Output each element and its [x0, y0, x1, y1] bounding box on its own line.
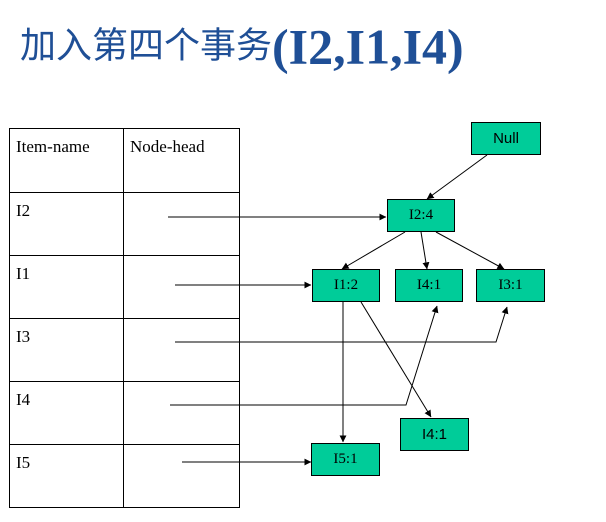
node-head-cell-i5 [123, 444, 240, 508]
node-head-cell-i1 [123, 255, 240, 319]
edge-i2-to-i1 [341, 231, 406, 270]
node-i5: I5:1 [311, 443, 380, 476]
node-head-cell-i3 [123, 318, 240, 382]
table-row: I5 [9, 444, 240, 508]
slide-title: 加入第四个事务(I2,I1,I4) [20, 8, 464, 82]
node-head-cell-i2 [123, 192, 240, 256]
row-label-i4: I4 [9, 381, 124, 445]
item-header-table: Item-name Node-head I2 I1 I3 I4 I5 [9, 128, 240, 508]
row-label-i5: I5 [9, 444, 124, 508]
node-i4-under-i2: I4:1 [395, 269, 463, 302]
table-row: I3 [9, 318, 240, 382]
node-head-cell-i4 [123, 381, 240, 445]
edge-null-to-i2 [426, 154, 488, 200]
node-i1: I1:2 [312, 269, 380, 302]
node-i3: I3:1 [476, 269, 545, 302]
node-i4-under-i1: I4:1 [400, 418, 469, 451]
title-prefix: 加入第四个事务 [20, 25, 273, 67]
table-row: I4 [9, 381, 240, 445]
node-link-i4 [170, 305, 439, 406]
table-row: I1 [9, 255, 240, 319]
edge-i1-to-i4b [360, 301, 432, 418]
column-header-item-name: Item-name [9, 128, 124, 193]
node-link-i3 [175, 306, 509, 343]
table-header-row: Item-name Node-head [9, 128, 240, 193]
table-row: I2 [9, 192, 240, 256]
row-label-i2: I2 [9, 192, 124, 256]
node-null: Null [471, 122, 541, 155]
title-items: (I2,I1,I4) [272, 18, 464, 75]
node-i2: I2:4 [387, 199, 455, 232]
edge-i2-to-i3 [435, 231, 505, 270]
edge-i2-to-i4a [420, 231, 430, 270]
